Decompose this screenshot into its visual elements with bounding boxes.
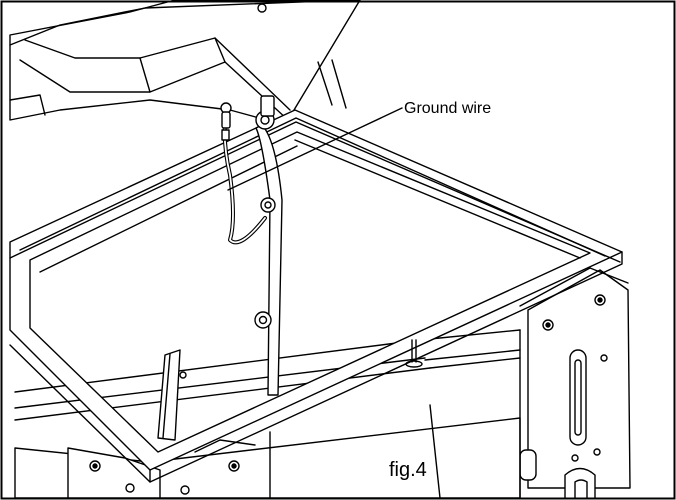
support-bracket [157, 349, 187, 441]
figure-label: fig.4 [389, 459, 427, 481]
ground-wire-label: Ground wire [404, 100, 491, 117]
open-lid [9, 0, 361, 126]
top-frame [9, 109, 623, 483]
drain-fitting [405, 339, 423, 368]
side-panel [519, 267, 631, 499]
ground-wire [220, 102, 267, 245]
support-rod [254, 95, 283, 396]
callout-leader [227, 107, 403, 191]
rear-support-post [317, 59, 347, 109]
